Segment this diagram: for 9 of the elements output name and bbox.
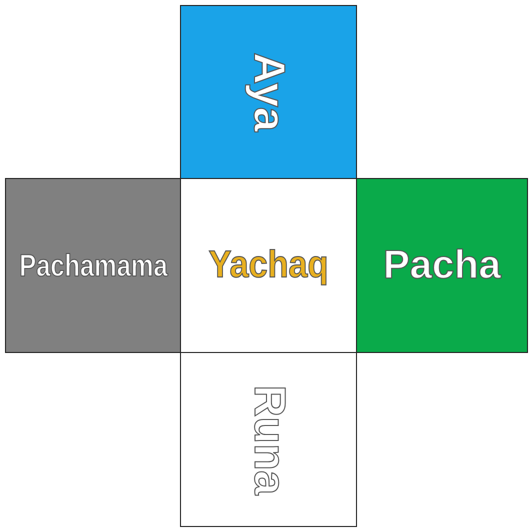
panel-label: Yachaq bbox=[208, 244, 328, 287]
square-panel bbox=[5, 178, 181, 353]
square-panel bbox=[180, 352, 357, 527]
square-panel bbox=[356, 178, 528, 353]
panel-label: Pacha bbox=[383, 243, 501, 288]
panel-label: Pachamama bbox=[18, 248, 168, 284]
square-panel bbox=[180, 5, 357, 179]
panel-label: Runa bbox=[244, 384, 294, 494]
panel-label: Aya bbox=[244, 52, 294, 132]
